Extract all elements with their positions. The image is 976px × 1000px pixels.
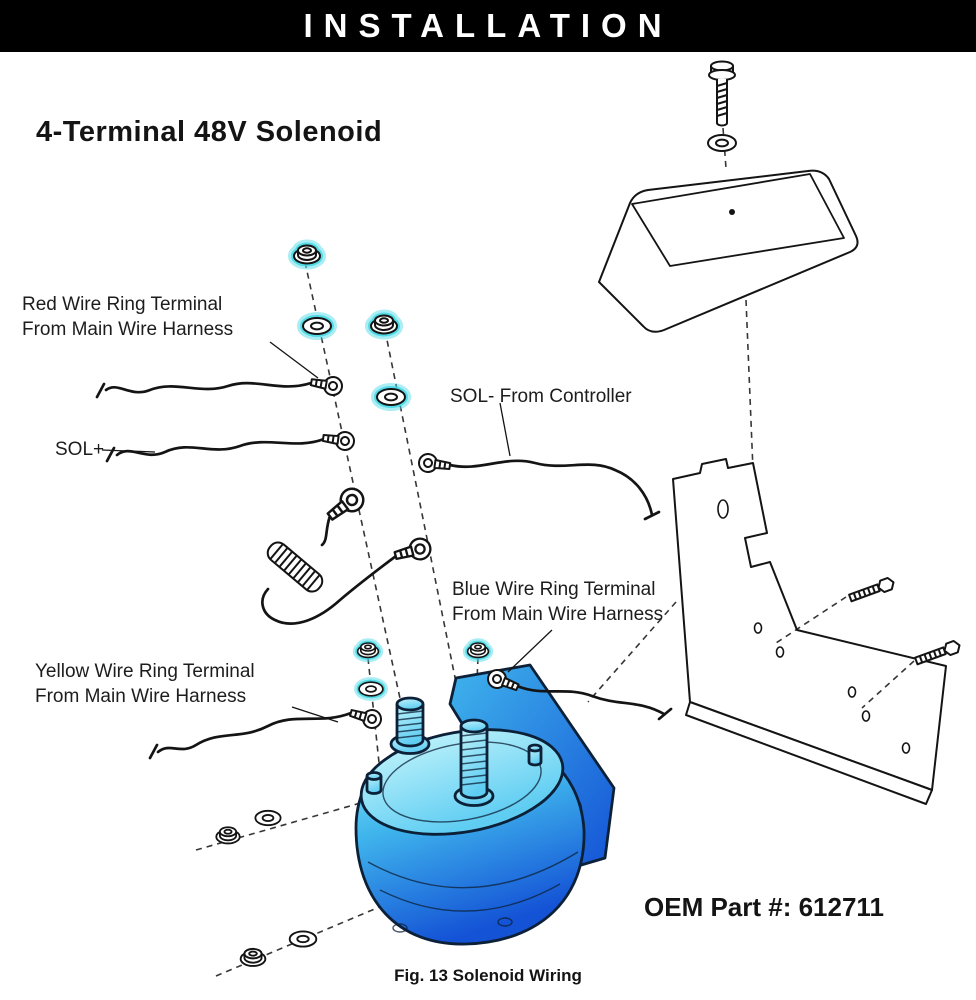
hex-nut-highlighted <box>468 643 489 657</box>
leader-lines <box>101 341 553 723</box>
solenoid-terminal-stud <box>389 696 431 755</box>
label-sol-plus: SOL+ <box>55 439 105 460</box>
figure-caption: Fig. 13 Solenoid Wiring <box>394 966 582 985</box>
bracket-screw <box>861 639 961 709</box>
ring-terminal-red <box>308 372 345 398</box>
ring-terminal <box>391 535 434 567</box>
yellow-wire <box>148 703 385 760</box>
hex-nut-highlighted <box>371 316 397 334</box>
precharge-resistor <box>261 482 434 625</box>
washer-highlighted <box>303 318 331 334</box>
blue-wire <box>484 666 673 721</box>
bolt-washer <box>707 134 737 152</box>
ring-terminal-sol-plus <box>320 428 357 453</box>
label-yellow-wire-ring-terminal: Yellow Wire Ring Terminal From Main Wire… <box>35 661 255 708</box>
sol-minus-wire <box>416 451 661 521</box>
solenoid-small-post <box>527 743 543 767</box>
label-blue-wire-ring-terminal: Blue Wire Ring Terminal From Main Wire H… <box>452 579 664 626</box>
hex-nut-highlighted <box>358 643 379 657</box>
label-red-wire-ring-terminal: Red Wire Ring Terminal From Main Wire Ha… <box>22 294 234 341</box>
banner-title: INSTALLATION <box>303 7 673 44</box>
mounting-bolt <box>707 60 737 152</box>
page-title: 4-Terminal 48V Solenoid <box>36 116 383 148</box>
ring-terminal-sol-minus <box>416 451 453 476</box>
solenoid <box>354 663 616 946</box>
bracket-to-solenoid-dash <box>587 601 677 703</box>
bracket-screw <box>775 576 895 644</box>
sol-plus-wire <box>105 428 357 463</box>
installation-banner: INSTALLATION <box>0 0 976 52</box>
solenoid-cover <box>598 169 859 333</box>
oem-part-number: OEM Part #: 612711 <box>644 892 884 922</box>
washer-highlighted <box>359 682 383 696</box>
solenoid-small-post <box>365 771 383 795</box>
mounting-bracket <box>672 458 947 805</box>
bracket-flange-fold <box>685 701 933 805</box>
washer <box>254 809 282 827</box>
red-wire <box>95 372 345 399</box>
hex-nut <box>239 947 267 967</box>
hex-nut <box>215 826 241 845</box>
hex-nut-highlighted <box>294 246 320 264</box>
washer-highlighted <box>377 389 405 405</box>
solenoid-terminal-stud <box>453 718 495 807</box>
label-sol-minus: SOL- From Controller <box>450 386 632 407</box>
ring-terminal-yellow <box>347 703 385 732</box>
washer <box>288 930 318 948</box>
